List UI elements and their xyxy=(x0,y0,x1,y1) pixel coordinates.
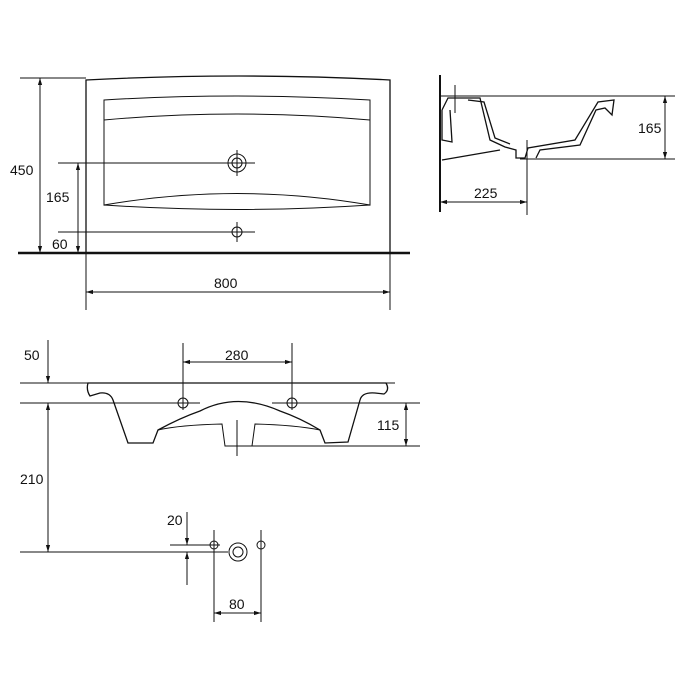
side-view: 165 225 xyxy=(439,75,675,215)
bowl-outline xyxy=(103,95,371,210)
front-view: 50 280 115 210 20 80 xyxy=(20,340,420,622)
height-dim-label: 165 xyxy=(638,120,662,136)
rim-dim-label: 50 xyxy=(24,347,40,363)
tap-offset-label: 60 xyxy=(52,236,68,252)
outlet-center-icon xyxy=(228,542,248,562)
width-dim-label: 800 xyxy=(214,275,238,291)
outlet-height-label: 210 xyxy=(20,471,44,487)
outlet-offset-label: 20 xyxy=(167,512,183,528)
outlet-spacing-label: 80 xyxy=(229,596,245,612)
drain-offset-label: 165 xyxy=(46,189,70,205)
top-view: 450 165 60 800 xyxy=(10,75,410,310)
drain-wall-label: 225 xyxy=(474,185,498,201)
depth-dim-label: 450 xyxy=(10,162,34,178)
bowl-depth-label: 115 xyxy=(377,417,400,433)
basin-outline xyxy=(85,75,391,252)
tap-spacing-label: 280 xyxy=(225,347,249,363)
